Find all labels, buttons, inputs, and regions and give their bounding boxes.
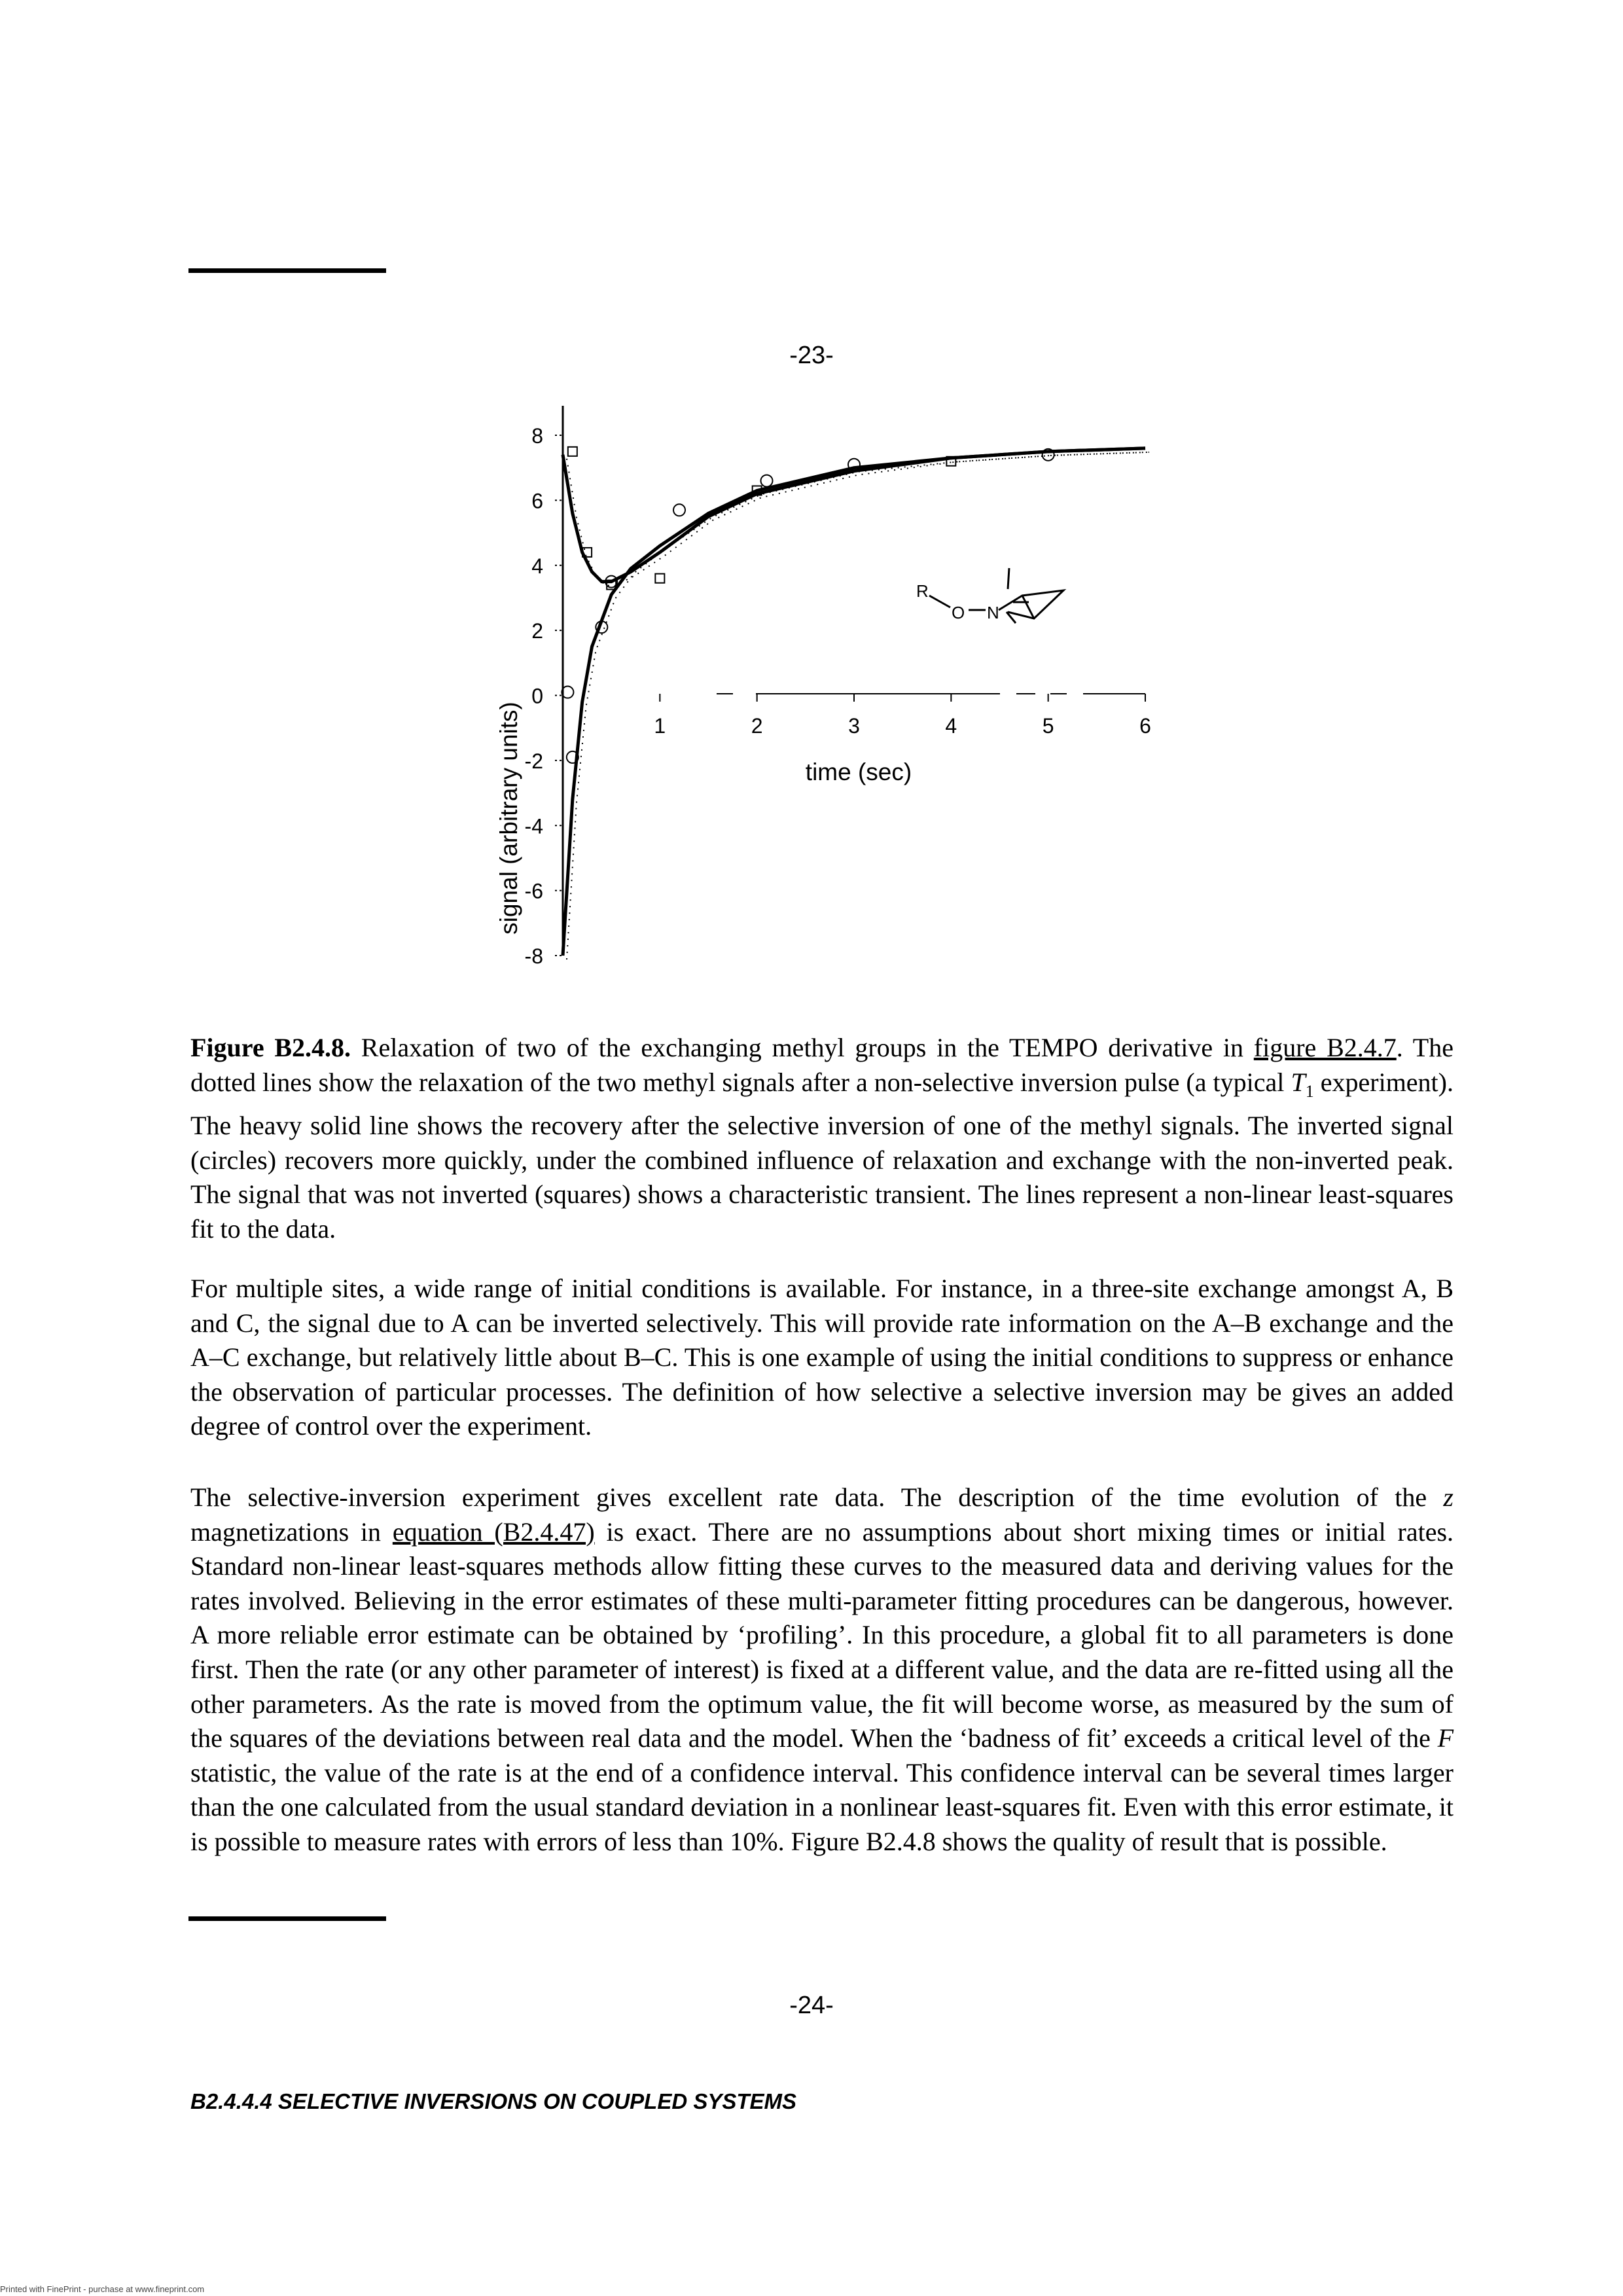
caption-text-3: experiment). The heavy solid line shows … xyxy=(190,1067,1454,1244)
caption-text-1: Relaxation of two of the exchanging meth… xyxy=(351,1033,1254,1062)
ring-back xyxy=(1021,595,1035,619)
atom-label-o: O xyxy=(952,603,965,622)
fit-curve xyxy=(561,446,1146,584)
x-axis: 1 2 3 4 5 6 xyxy=(654,693,1151,738)
x-tick-label: 1 xyxy=(654,714,666,738)
para2-text-1: The selective-inversion experiment gives… xyxy=(190,1482,1444,1512)
circle-data-point xyxy=(673,503,686,517)
page-number-top: -23- xyxy=(789,342,834,369)
paragraph-multiple-sites: For multiple sites, a wide range of init… xyxy=(190,1274,1454,1441)
y-axis-label: signal (arbitrary units) xyxy=(495,702,522,935)
para2-text-4: statistic, the value of the rate is at t… xyxy=(190,1757,1454,1856)
bottom-rule xyxy=(188,1916,386,1921)
page-number-bottom: -24- xyxy=(789,1992,834,2019)
y-tick-label: 8 xyxy=(531,424,543,448)
circle-data-point xyxy=(760,474,774,488)
circle-data-point xyxy=(605,575,618,588)
data-markers xyxy=(561,446,1055,764)
top-rule xyxy=(188,268,386,273)
y-tick-label: -4 xyxy=(525,814,543,838)
dotted-relaxation-curve xyxy=(566,451,1150,586)
square-data-point xyxy=(751,485,762,496)
para2-text-3: is exact. There are no assumptions about… xyxy=(190,1516,1454,1753)
y-tick-label: 6 xyxy=(531,489,543,512)
circle-data-point xyxy=(1041,448,1055,461)
figure-b2-4-7-link[interactable]: figure B2.4.7 xyxy=(1253,1033,1397,1062)
caption-t-subscript: 1 xyxy=(1305,1081,1314,1101)
fit-curves xyxy=(561,446,1150,960)
square-data-point xyxy=(654,573,666,584)
circle-data-point xyxy=(595,620,609,634)
circle-data-point xyxy=(847,457,861,471)
x-tick-label: 5 xyxy=(1043,714,1054,738)
ring-bonds xyxy=(998,588,1067,620)
y-tick-label: 0 xyxy=(531,685,543,708)
x-tick-label: 6 xyxy=(1139,714,1151,738)
x-tick-label: 4 xyxy=(945,714,957,738)
y-tick-label: 2 xyxy=(531,619,543,643)
y-tick-label: -6 xyxy=(525,880,543,903)
para2-text-2: magnetizations in xyxy=(190,1516,393,1547)
square-data-point xyxy=(946,456,957,467)
paragraph-selective-inversion: The selective-inversion experiment gives… xyxy=(190,1480,1454,1859)
circle-data-point xyxy=(561,685,575,699)
atom-label-n: N xyxy=(987,603,999,622)
caption-label: Figure B2.4.8. xyxy=(190,1033,351,1062)
methyl-up xyxy=(1007,567,1010,590)
x-axis-label: time (sec) xyxy=(806,759,912,785)
x-tick-label: 3 xyxy=(848,714,860,738)
section-heading: B2.4.4.4 SELECTIVE INVERSIONS ON COUPLED… xyxy=(190,2089,797,2113)
caption-text-2: . The dotted lines show the relaxation o… xyxy=(190,1033,1454,1097)
square-data-point xyxy=(567,446,578,457)
fit-curve xyxy=(561,446,1146,956)
figure-caption: Figure B2.4.8. Relaxation of two of the … xyxy=(190,1031,1454,1247)
printer-footer: Printed with FinePrint - purchase at www… xyxy=(0,2284,205,2294)
square-data-point xyxy=(606,579,617,590)
y-axis: 8 6 4 2 0 -2 -4 -6 -8 xyxy=(525,406,564,968)
x-tick-label: 2 xyxy=(751,714,763,738)
methyl-down xyxy=(1005,611,1017,624)
bond-r-o xyxy=(929,594,951,609)
y-tick-label: -2 xyxy=(525,749,543,773)
atom-label-r: R xyxy=(916,581,929,601)
tempo-molecule-structure: R O N xyxy=(916,567,1067,624)
square-data-point xyxy=(582,547,593,558)
caption-t-symbol: T xyxy=(1291,1067,1306,1097)
equation-b2-4-47-link[interactable]: equation (B2.4.47) xyxy=(392,1516,595,1547)
y-tick-label: -8 xyxy=(525,944,543,968)
para2-f-symbol: F xyxy=(1437,1723,1454,1753)
relaxation-chart: 8 6 4 2 0 -2 -4 -6 -8 1 2 3 4 5 6 signal (arbitrary u… xyxy=(495,406,1151,968)
y-tick-label: 4 xyxy=(531,554,543,578)
para2-z-symbol: z xyxy=(1443,1482,1454,1512)
dotted-relaxation-curve xyxy=(566,451,1150,960)
circle-data-point xyxy=(565,750,579,764)
